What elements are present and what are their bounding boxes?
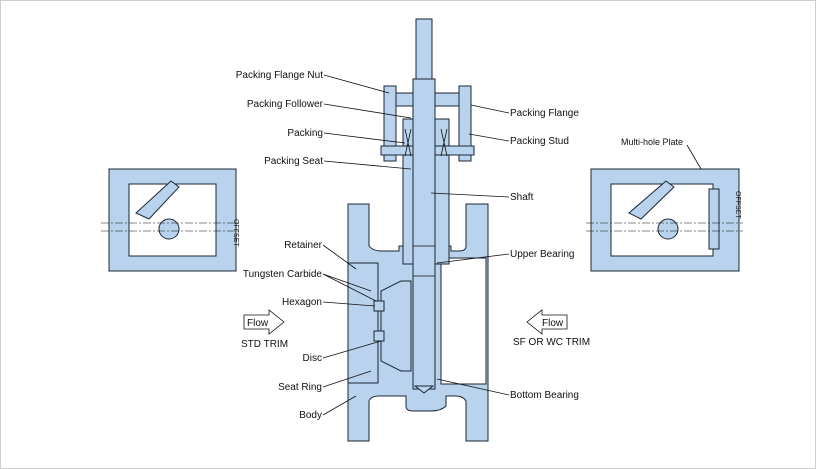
leaders [322, 74, 712, 416]
sf-wc-trim-label: SF OR WC TRIM [513, 337, 590, 348]
flow-label-right: Flow [542, 318, 564, 329]
label-bottom-bearing: Bottom Bearing [510, 390, 579, 401]
side-view-sf [586, 168, 743, 272]
label-packing-follower: Packing Follower [247, 99, 324, 110]
flow-label-left: Flow [247, 318, 269, 329]
label-shaft: Shaft [510, 192, 534, 203]
label-disc: Disc [303, 353, 322, 364]
flow-arrow-right-icon [243, 309, 285, 335]
label-packing-flange-nut: Packing Flange Nut [236, 70, 323, 81]
label-hexagon: Hexagon [282, 297, 322, 308]
packing-stud-right [458, 85, 472, 162]
packing-stud-left [383, 85, 397, 162]
offset-label-left: OFFSET [232, 219, 239, 247]
label-packing: Packing [287, 128, 323, 139]
multi-hole-plate [708, 188, 720, 250]
label-packing-stud: Packing Stud [510, 136, 569, 147]
side-view-std [101, 168, 241, 272]
label-retainer: Retainer [284, 240, 322, 251]
flow-arrow-left-icon [526, 309, 568, 335]
label-seat-ring: Seat Ring [278, 382, 322, 393]
shaft [412, 18, 436, 394]
std-trim-label: STD TRIM [241, 339, 288, 350]
label-packing-seat: Packing Seat [264, 156, 323, 167]
offset-label-right: OFFSET [734, 191, 741, 219]
label-upper-bearing: Upper Bearing [510, 249, 574, 260]
label-packing-flange: Packing Flange [510, 108, 579, 119]
label-body: Body [299, 410, 322, 421]
label-tungsten-carbide: Tungsten Carbide [243, 269, 323, 280]
label-multi-hole-plate: Multi-hole Plate [621, 137, 683, 147]
